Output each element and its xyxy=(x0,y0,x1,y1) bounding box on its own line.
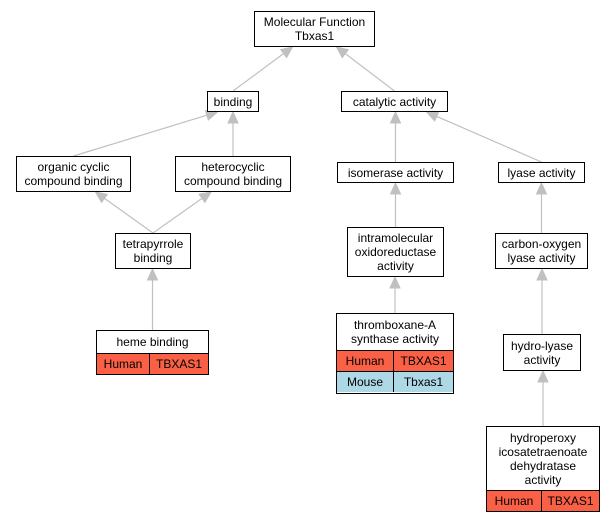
edge-organic-to-binding xyxy=(73,114,208,157)
node-thromboxane-a-synthase-activity[interactable]: thromboxane-A synthase activity Human TB… xyxy=(336,313,454,394)
edge-arrowhead xyxy=(389,181,402,195)
node-label: Molecular Function Tbxas1 xyxy=(263,15,366,43)
node-binding[interactable]: binding xyxy=(207,91,259,112)
edge-arrowhead xyxy=(227,110,239,124)
edge-tetrapyrrole-to-heterocyclic xyxy=(152,197,203,234)
node-tetrapyrrole-binding[interactable]: tetrapyrrole binding xyxy=(115,233,191,269)
annotation-gene: TBXAS1 xyxy=(149,354,208,374)
node-hydro-lyase-activity[interactable]: hydro-lyase activity xyxy=(503,334,581,371)
node-molecular-function[interactable]: Molecular Function Tbxas1 xyxy=(254,11,375,47)
edge-arrowhead xyxy=(146,267,159,281)
annotation-row-mouse: Mouse Tbxas1 xyxy=(337,371,453,392)
edge-binding-to-root xyxy=(232,53,285,92)
annotation-species: Mouse xyxy=(346,375,384,389)
node-heme-binding[interactable]: heme binding Human TBXAS1 xyxy=(96,330,209,375)
node-label: binding xyxy=(213,94,253,109)
annotation-species: Human xyxy=(345,354,385,368)
edge-tetrapyrrole-to-organic xyxy=(104,197,154,234)
edge-arrowhead xyxy=(389,275,401,289)
node-intramolecular-oxidoreductase-activity[interactable]: intramolecular oxidoreductase activity xyxy=(347,227,444,277)
node-label: catalytic activity xyxy=(352,94,437,109)
edge-arrowhead xyxy=(335,46,350,59)
node-label: hydroperoxy icosatetraenoate dehydratase… xyxy=(498,430,588,487)
node-carbon-oxygen-lyase-activity[interactable]: carbon-oxygen lyase activity xyxy=(495,233,588,269)
edge-arrowhead xyxy=(425,111,440,122)
edge-lyase-to-catalytic xyxy=(436,115,542,163)
annotation-row-human: Human TBXAS1 xyxy=(97,353,208,374)
edge-arrowhead xyxy=(536,267,548,281)
edge-arrowhead xyxy=(537,369,549,383)
node-lyase-activity[interactable]: lyase activity xyxy=(498,162,585,183)
annotation-gene: TBXAS1 xyxy=(541,491,599,511)
annotation-species: Human xyxy=(103,357,143,371)
node-label: thromboxane-A synthase activity xyxy=(350,318,440,346)
edge-catalytic-to-root xyxy=(344,53,395,92)
annotation-row-human: Human TBXAS1 xyxy=(487,490,599,511)
edge-arrowhead xyxy=(94,191,109,204)
node-label: isomerase activity xyxy=(347,165,444,180)
annotation-gene: TBXAS1 xyxy=(393,351,453,371)
node-label: intramolecular oxidoreductase activity xyxy=(354,231,437,273)
edge-arrowhead xyxy=(279,46,294,59)
annotation-gene: Tbxas1 xyxy=(393,372,453,392)
node-organic-cyclic-compound-binding[interactable]: organic cyclic compound binding xyxy=(16,156,131,192)
node-label: heterocyclic compound binding xyxy=(183,160,283,188)
edge-arrowhead xyxy=(198,191,212,204)
node-catalytic-activity[interactable]: catalytic activity xyxy=(341,91,448,112)
annotation-row-human: Human TBXAS1 xyxy=(337,350,453,371)
node-hydroperoxy-icosatetraenoate-dehydratase-activity[interactable]: hydroperoxy icosatetraenoate dehydratase… xyxy=(486,426,600,512)
node-label: carbon-oxygen lyase activity xyxy=(501,237,582,265)
annotation-species: Human xyxy=(494,494,534,508)
edge-arrowhead xyxy=(389,110,402,124)
edge-arrowhead xyxy=(535,181,548,195)
node-label: organic cyclic compound binding xyxy=(24,160,123,188)
node-label: hydro-lyase activity xyxy=(510,338,574,367)
node-heterocyclic-compound-binding[interactable]: heterocyclic compound binding xyxy=(175,156,291,192)
node-label: lyase activity xyxy=(507,165,576,180)
node-isomerase-activity[interactable]: isomerase activity xyxy=(337,162,454,183)
node-label: heme binding xyxy=(116,335,189,349)
node-label: tetrapyrrole binding xyxy=(122,237,184,265)
